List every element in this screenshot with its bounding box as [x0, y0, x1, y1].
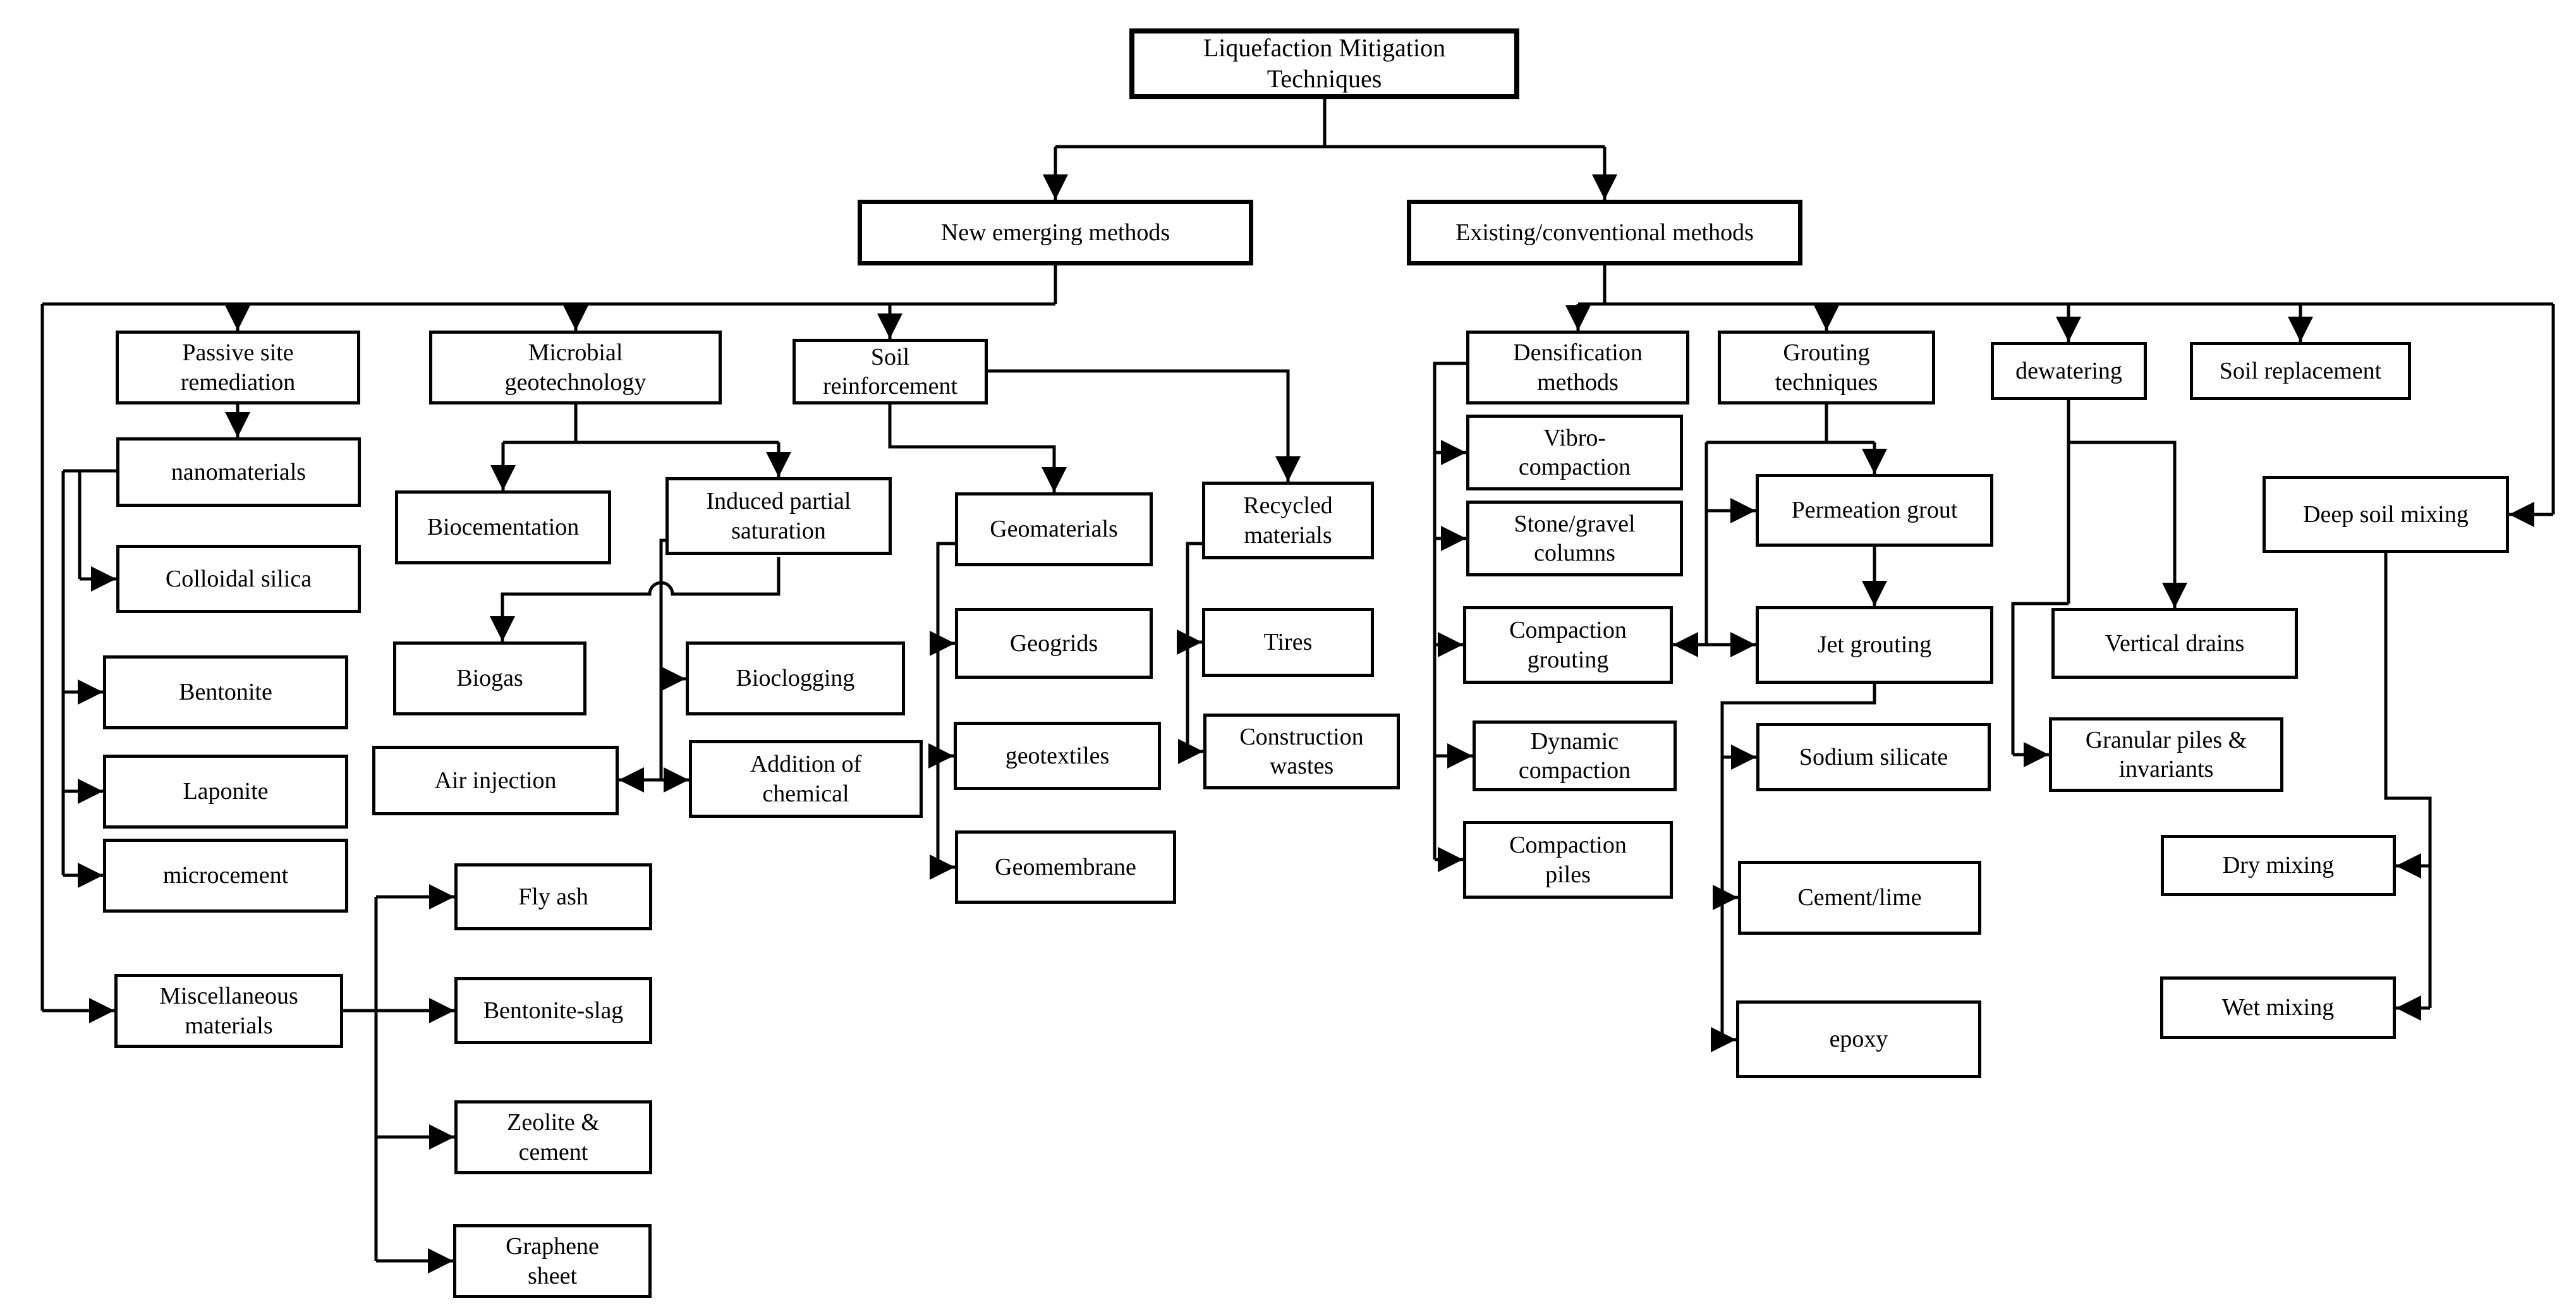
node-dynamic: Dynamic compaction — [1473, 720, 1677, 791]
edge-densification-branch — [1433, 362, 1473, 872]
node-new_emerging: New emerging methods — [858, 200, 1253, 265]
node-addition: Addition of chemical — [689, 740, 923, 818]
node-geomembrane: Geomembrane — [955, 830, 1176, 904]
node-bentonite: Bentonite — [103, 655, 348, 729]
node-bentslag: Bentonite-slag — [454, 977, 652, 1044]
edge-misc-branch — [343, 884, 454, 1274]
node-deepsoil: Deep soil mixing — [2263, 476, 2509, 553]
node-microbial: Microbial geotechnology — [429, 331, 722, 404]
node-comppiles: Compaction piles — [1463, 821, 1673, 899]
edge-new-emerging-distribution — [40, 265, 1057, 1023]
node-tires: Tires — [1202, 608, 1374, 677]
edge-title-split — [1043, 99, 1617, 200]
edge-deep-soil-mixing-branch — [2384, 553, 2432, 1021]
node-airinjection: Air injection — [372, 746, 619, 815]
node-existing: Existing/conventional methods — [1407, 200, 1802, 265]
node-jetgrouting: Jet grouting — [1756, 606, 1993, 684]
node-epoxy: epoxy — [1736, 1000, 1981, 1078]
node-colloidal: Colloidal silica — [116, 545, 361, 613]
node-nanomaterials: nanomaterials — [116, 437, 361, 507]
edge-grouting-branch — [1673, 404, 1887, 1052]
edge-soil-reinforcement-branch — [888, 369, 1301, 880]
node-drymixing: Dry mixing — [2161, 835, 2396, 896]
edge-dewatering-branch — [2011, 400, 2187, 767]
node-geotextiles: geotextiles — [954, 722, 1161, 790]
node-recycled: Recycled materials — [1202, 482, 1374, 559]
edge-microbial-branch — [490, 404, 791, 793]
node-dewatering: dewatering — [1991, 342, 2147, 400]
node-zeolite: Zeolite & cement — [454, 1100, 652, 1174]
node-permeation: Permeation grout — [1756, 474, 1993, 547]
node-graphene: Graphene sheet — [453, 1224, 652, 1298]
node-soilreinf: Soil reinforcement — [793, 339, 988, 404]
node-stonegravel: Stone/gravel columns — [1466, 501, 1683, 576]
node-passive: Passive site remediation — [116, 331, 360, 404]
node-misc: Miscellaneous materials — [114, 974, 343, 1048]
node-induced: Induced partial saturation — [665, 477, 892, 555]
node-grouting: Grouting techniques — [1718, 331, 1935, 404]
edge-passive-branch — [61, 404, 250, 888]
node-granular: Granular piles & invariants — [2049, 717, 2283, 792]
node-flyash: Fly ash — [454, 863, 652, 930]
node-soilreplacement: Soil replacement — [2190, 342, 2411, 400]
node-cementlime: Cement/lime — [1738, 861, 1981, 935]
node-constrwastes: Construction wastes — [1203, 714, 1400, 789]
node-microcement: microcement — [103, 839, 348, 913]
node-densification: Densification methods — [1466, 331, 1689, 404]
node-bioclogging: Bioclogging — [686, 641, 905, 715]
node-wetmixing: Wet mixing — [2160, 976, 2396, 1039]
node-biogas: Biogas — [393, 641, 586, 715]
node-laponite: Laponite — [103, 755, 348, 829]
node-verticaldrains: Vertical drains — [2051, 608, 2298, 679]
node-title: Liquefaction Mitigation Techniques — [1129, 28, 1519, 99]
node-biocementation: Biocementation — [395, 490, 611, 564]
node-sodiumsilicate: Sodium silicate — [1756, 723, 1991, 791]
node-vibro: Vibro- compaction — [1466, 415, 1683, 490]
node-geomaterials: Geomaterials — [955, 492, 1153, 566]
node-geogrids: Geogrids — [955, 608, 1153, 679]
node-compgrouting: Compaction grouting — [1463, 606, 1673, 684]
edge-existing-distribution — [1565, 265, 2555, 527]
